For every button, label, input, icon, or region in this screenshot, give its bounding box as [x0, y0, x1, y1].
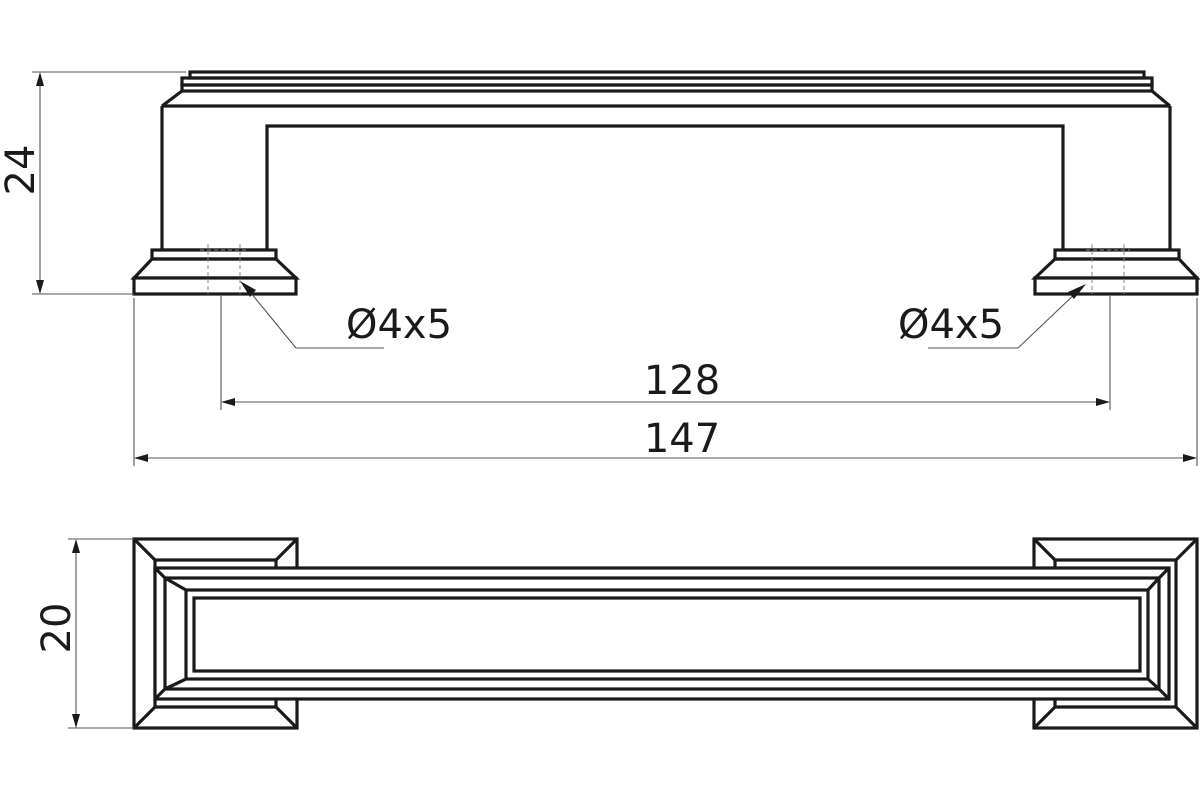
- dim-label-hole-right: Ø4x5: [898, 302, 1004, 348]
- left-block-miter: [274, 705, 299, 730]
- arrowhead: [221, 398, 235, 406]
- hole-callout-left: Ø4x5: [240, 281, 452, 349]
- bar-miter: [164, 576, 187, 592]
- dimension-hole-spacing: 128: [220, 296, 1111, 410]
- right-foot-flare: [1030, 257, 1200, 280]
- hole-callout-right: Ø4x5: [898, 284, 1086, 349]
- dim-label-20: 20: [34, 603, 80, 654]
- leader-line: [1017, 290, 1079, 349]
- dim-label-147: 147: [644, 416, 720, 462]
- bar-panel: [192, 596, 1142, 673]
- bar-miter: [1157, 566, 1171, 580]
- right-foot-base: [1033, 276, 1199, 296]
- right-block-miter: [1174, 705, 1199, 730]
- arrowhead: [36, 280, 44, 294]
- dim-label-128: 128: [644, 358, 720, 404]
- arrowhead: [1183, 454, 1197, 462]
- dimension-height-top: 20: [34, 538, 134, 729]
- bevel-left: [161, 89, 183, 108]
- dim-label-hole-left: Ø4x5: [346, 302, 452, 348]
- dimension-height-side: 24: [0, 71, 186, 295]
- dimension-overall-length: 147: [133, 298, 1198, 466]
- dim-label-24: 24: [0, 145, 44, 196]
- bar-miter: [1146, 576, 1161, 592]
- arrowhead: [134, 454, 148, 462]
- bar-inner: [184, 588, 1150, 681]
- bar-miter: [153, 566, 167, 580]
- bar-mid: [163, 576, 1161, 691]
- top-view: [132, 537, 1199, 730]
- arrowhead: [240, 281, 256, 297]
- left-block-miter: [132, 537, 157, 562]
- bar-miter: [153, 687, 167, 701]
- arrowhead: [72, 539, 80, 553]
- side-view: [130, 70, 1200, 296]
- arrowhead: [1096, 398, 1110, 406]
- leader-line: [245, 286, 297, 349]
- right-block-miter: [1032, 705, 1057, 730]
- left-foot-flare: [130, 257, 301, 280]
- top-bar-3: [180, 83, 1154, 93]
- arrowhead: [36, 72, 44, 86]
- handle-body: [160, 106, 1172, 252]
- arrowhead: [1068, 284, 1086, 299]
- bevel-right: [1150, 89, 1172, 108]
- arrowhead: [72, 714, 80, 728]
- bar-miter: [164, 677, 187, 691]
- bar-miter: [1146, 677, 1161, 691]
- right-block-miter: [1032, 537, 1057, 562]
- left-foot-base: [132, 276, 298, 296]
- left-block-miter: [132, 705, 157, 730]
- bar-miter: [1157, 687, 1171, 701]
- right-block-miter: [1174, 537, 1199, 562]
- left-block-miter: [274, 537, 299, 562]
